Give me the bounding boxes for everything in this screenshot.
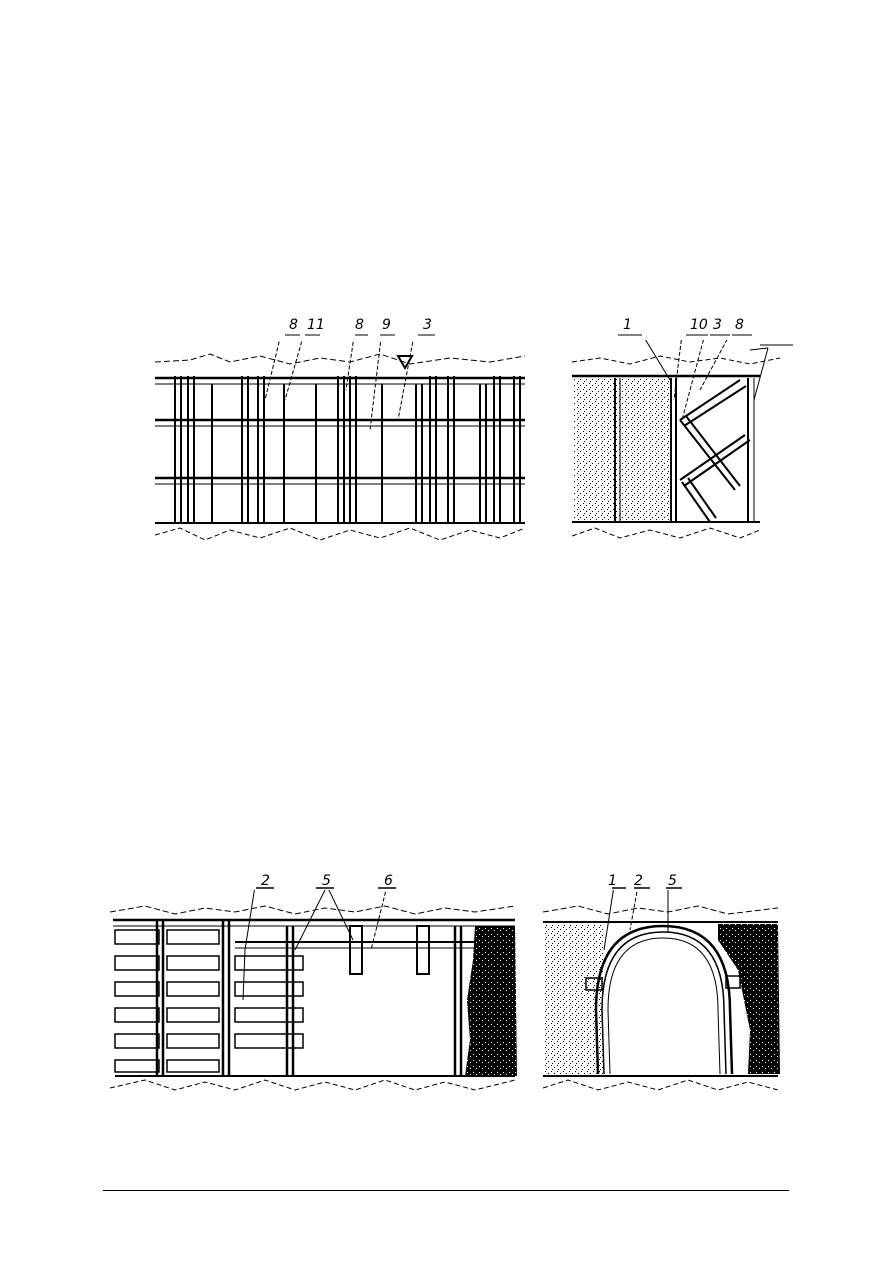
figure-frame-timbering-section [570, 340, 800, 550]
callout-label: 8 [355, 317, 364, 333]
callout-label: 5 [668, 873, 677, 889]
callout-label: 5 [322, 873, 331, 889]
callout-label: 3 [713, 317, 722, 333]
callout-label: 3 [423, 317, 432, 333]
leader-ticks [256, 887, 396, 889]
callout-label: 10 [690, 317, 708, 333]
footer-divider [103, 1190, 789, 1191]
callout-label: 8 [735, 317, 744, 333]
callout-label: 11 [307, 317, 325, 333]
callout-label: 1 [608, 873, 617, 889]
callout-label: 2 [261, 873, 270, 889]
drawing-section-bracing [571, 340, 781, 539]
figure-lagging-longitudinal [105, 890, 525, 1100]
figure-arch-section [538, 890, 788, 1100]
leader-ticks [612, 887, 682, 889]
callout-label: 2 [634, 873, 643, 889]
leader-ticks [618, 334, 793, 346]
leader-ticks [285, 334, 435, 336]
callout-label: 9 [382, 317, 391, 333]
drawing-arch-ring [542, 890, 780, 1091]
figure-frame-timbering-longitudinal [150, 340, 530, 550]
callout-label: 1 [623, 317, 632, 333]
drawing-lagging [109, 890, 517, 1091]
drawing-frame-timbering [154, 340, 526, 541]
callout-label: 6 [384, 873, 393, 889]
callout-label: 8 [289, 317, 298, 333]
